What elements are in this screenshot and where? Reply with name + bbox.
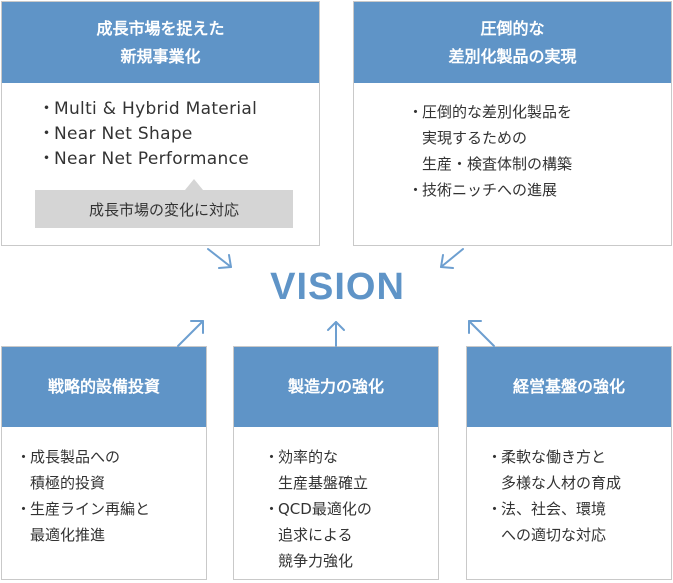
list-item-line: 追求による	[278, 526, 353, 544]
list-item-line: 生産・検査体制の構築	[422, 155, 573, 173]
list-item-line: 成長製品への	[30, 448, 121, 466]
list-item-text: 効率的な 生産基盤確立	[264, 444, 438, 496]
list-item: ・ 圧倒的な差別化製品を 実現するための 生産・検査体制の構築	[408, 99, 671, 177]
card-differentiated-products-header: 圧倒的な 差別化製品の実現	[354, 2, 671, 83]
list-item-line: 実現するための	[422, 129, 528, 147]
card-strategic-investment-header: 戦略的設備投資	[2, 347, 206, 427]
list-item-text: 生産ライン再編と 最適化推進	[16, 496, 206, 548]
list-item-line: 積極的投資	[30, 474, 106, 492]
card-manufacturing-strength-list: ・ 効率的な 生産基盤確立 ・ QCD最適化の 追求による 競争力強化	[234, 427, 438, 574]
card-management-foundation-title: 経営基盤の強化	[512, 377, 625, 396]
arrow-top-left-icon	[207, 248, 232, 269]
card-new-business-header: 成長市場を捉えた 新規事業化	[2, 2, 319, 83]
card-new-business-list: ・ Multi & Hybrid Material ・ Near Net Sha…	[2, 83, 319, 172]
card-manufacturing-strength-title: 製造力の強化	[287, 377, 384, 396]
card-differentiated-products: 圧倒的な 差別化製品の実現 ・ 圧倒的な差別化製品を 実現するための 生産・検査…	[353, 1, 672, 246]
list-item: ・ Near Net Shape	[38, 122, 319, 147]
card-differentiated-products-title-line-2: 差別化製品の実現	[448, 46, 577, 66]
bullet: ・	[16, 500, 32, 518]
list-item: ・ 生産ライン再編と 最適化推進	[16, 496, 206, 548]
card-differentiated-products-title-line-1: 圧倒的な	[480, 18, 545, 38]
arrow-bottom-right-icon	[468, 320, 495, 347]
list-item-text: Near Net Shape	[54, 124, 193, 144]
bullet: ・	[487, 500, 503, 518]
list-item: ・ QCD最適化の 追求による 競争力強化	[264, 496, 438, 574]
list-item-line: 法、社会、環境	[501, 500, 607, 518]
list-item-line: 圧倒的な差別化製品を	[422, 103, 573, 121]
list-item: ・ 成長製品への 積極的投資	[16, 444, 206, 496]
list-item-text: QCD最適化の 追求による 競争力強化	[264, 496, 438, 574]
list-item-line: 柔軟な働き方と	[501, 448, 607, 466]
list-item-line: QCD最適化の	[278, 500, 372, 518]
list-item-line: への適切な対応	[501, 526, 607, 544]
card-manufacturing-strength-header: 製造力の強化	[234, 347, 438, 427]
card-new-business: 成長市場を捉えた 新規事業化 ・ Multi & Hybrid Material…	[1, 1, 320, 246]
arrow-bottom-left-icon	[177, 320, 204, 347]
list-item-text: 成長製品への 積極的投資	[16, 444, 206, 496]
list-item-line: 生産基盤確立	[278, 474, 369, 492]
list-item: ・ 法、社会、環境 への適切な対応	[487, 496, 671, 548]
list-item-line: 競争力強化	[278, 552, 354, 570]
arrow-top-right-icon	[440, 248, 464, 269]
bullet: ・	[16, 448, 32, 466]
list-item: ・ 技術ニッチへの進展	[408, 177, 671, 203]
list-item-line: 生産ライン再編と	[30, 500, 151, 518]
list-item: ・ Multi & Hybrid Material	[38, 97, 319, 122]
bullet: ・	[38, 124, 56, 144]
arrow-bottom-middle-icon	[327, 321, 345, 347]
list-item-text: 柔軟な働き方と 多様な人材の育成	[487, 444, 671, 496]
list-item: ・ 柔軟な働き方と 多様な人材の育成	[487, 444, 671, 496]
card-management-foundation-header: 経営基盤の強化	[467, 347, 671, 427]
bullet: ・	[408, 181, 424, 199]
list-item-text: Multi & Hybrid Material	[54, 99, 258, 119]
list-item-text: 圧倒的な差別化製品を 実現するための 生産・検査体制の構築	[408, 99, 671, 177]
card-new-business-title-line-1: 成長市場を捉えた	[96, 18, 225, 38]
card-new-business-title-line-2: 新規事業化	[120, 46, 201, 66]
card-strategic-investment-list: ・ 成長製品への 積極的投資 ・ 生産ライン再編と 最適化推進	[2, 427, 206, 548]
list-item: ・ Near Net Performance	[38, 147, 319, 172]
card-management-foundation: 経営基盤の強化 ・ 柔軟な働き方と 多様な人材の育成 ・ 法、社会、環境 への適…	[466, 346, 672, 580]
vision-label: VISION	[270, 266, 405, 308]
list-item-text: Near Net Performance	[54, 149, 249, 169]
list-item-text: 法、社会、環境 への適切な対応	[487, 496, 671, 548]
card-management-foundation-list: ・ 柔軟な働き方と 多様な人材の育成 ・ 法、社会、環境 への適切な対応	[467, 427, 671, 548]
list-item-line: 多様な人材の育成	[501, 474, 622, 492]
callout-market-change: 成長市場の変化に対応	[35, 190, 293, 228]
list-item-text: 技術ニッチへの進展	[408, 177, 671, 203]
card-strategic-investment: 戦略的設備投資 ・ 成長製品への 積極的投資 ・ 生産ライン再編と 最適化推進	[1, 346, 207, 580]
list-item-line: 効率的な	[278, 448, 339, 466]
card-differentiated-products-list: ・ 圧倒的な差別化製品を 実現するための 生産・検査体制の構築 ・ 技術ニッチへ…	[354, 83, 671, 203]
bullet: ・	[487, 448, 503, 466]
card-manufacturing-strength: 製造力の強化 ・ 効率的な 生産基盤確立 ・ QCD最適化の 追求による 競争力…	[233, 346, 439, 580]
list-item-line: 最適化推進	[30, 526, 106, 544]
bullet: ・	[38, 99, 56, 119]
list-item-line: 技術ニッチへの進展	[422, 181, 558, 199]
callout-pointer	[185, 179, 203, 190]
bullet: ・	[264, 448, 280, 466]
card-strategic-investment-title: 戦略的設備投資	[47, 377, 160, 396]
bullet: ・	[38, 149, 56, 169]
bullet: ・	[408, 103, 424, 121]
list-item: ・ 効率的な 生産基盤確立	[264, 444, 438, 496]
bullet: ・	[264, 500, 280, 518]
